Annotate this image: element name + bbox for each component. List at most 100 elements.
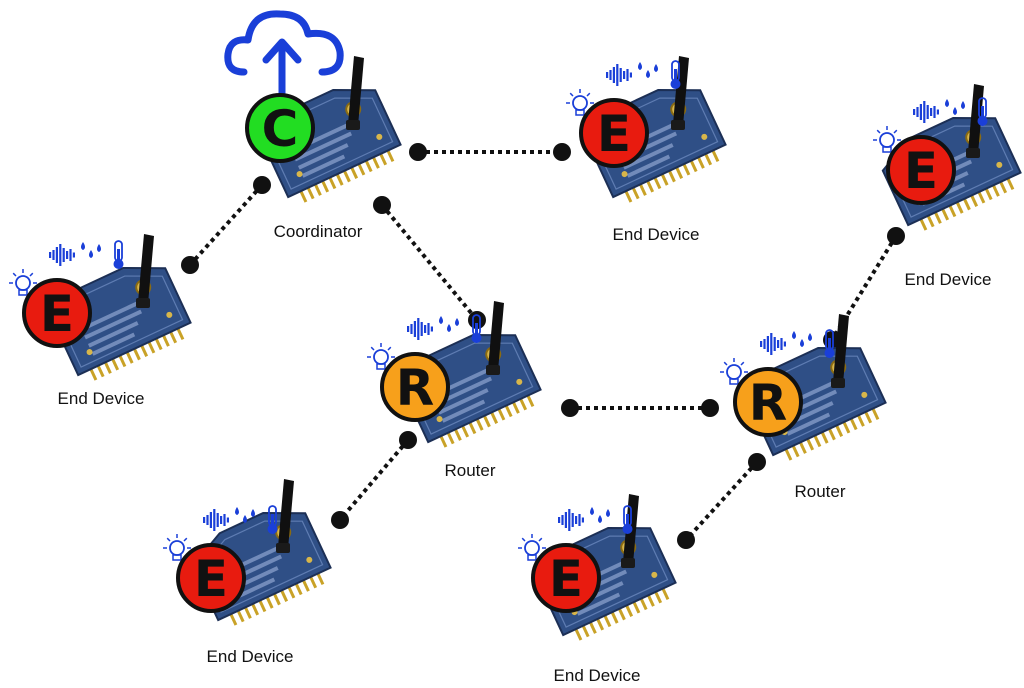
link-router-2-end-bottom-right (677, 453, 766, 549)
role-badge: E (22, 278, 92, 348)
water-drops-icon (590, 507, 610, 523)
sound-wave-icon (203, 509, 229, 531)
link-endpoint (253, 176, 271, 194)
antenna (486, 301, 504, 375)
nodes-layer: C E E E R R E E (9, 10, 1022, 641)
antenna (671, 56, 689, 130)
water-drops-icon (235, 507, 255, 523)
sensor-icons (873, 97, 988, 153)
link-endpoint (561, 399, 579, 417)
thermometer-icon (622, 505, 633, 534)
light-bulb-icon (566, 89, 594, 116)
role-badge-circle (886, 135, 956, 205)
link-endpoint (181, 256, 199, 274)
node-label-router-1: Router (444, 461, 496, 480)
link-router-1-end-bottom-left (331, 431, 417, 529)
sound-wave-icon (558, 509, 584, 531)
antenna (346, 56, 364, 130)
role-letter: E (40, 285, 74, 343)
sensor-icons (9, 240, 124, 296)
node-end-left: E (9, 234, 192, 381)
dotted-link-line (684, 460, 759, 542)
thermometer-icon (824, 329, 835, 358)
antenna (136, 234, 154, 308)
thermometer-icon (977, 97, 988, 126)
light-bulb-icon (9, 269, 37, 296)
link-endpoint (677, 531, 695, 549)
thermometer-icon (267, 505, 278, 534)
dotted-link-line (338, 438, 410, 522)
node-label-end-bottom-right: End Device (553, 666, 641, 685)
node-router-1: R (367, 301, 542, 448)
links-layer (181, 143, 905, 549)
link-endpoint (399, 431, 417, 449)
link-router-2-end-right (823, 227, 905, 349)
role-badge: E (531, 543, 601, 613)
link-endpoint (373, 196, 391, 214)
sound-wave-icon (49, 244, 75, 266)
role-badge: R (380, 352, 450, 422)
node-end-bottom-right: E (518, 494, 677, 641)
link-coordinator-end-top (409, 143, 571, 161)
role-letter: E (549, 550, 583, 608)
link-endpoint (553, 143, 571, 161)
xbee-module-icon (51, 234, 192, 381)
light-bulb-icon (873, 126, 901, 153)
role-letter: E (904, 142, 938, 200)
role-badge-circle (531, 543, 601, 613)
light-bulb-icon (518, 534, 546, 561)
role-letter: R (396, 359, 435, 417)
node-label-end-top: End Device (612, 225, 700, 244)
light-bulb-icon (367, 343, 395, 370)
water-drops-icon (638, 62, 658, 78)
role-badge: C (245, 93, 315, 163)
link-endpoint (409, 143, 427, 161)
sound-wave-icon (913, 101, 939, 123)
water-drops-icon (792, 331, 812, 347)
role-badge-circle (733, 367, 803, 437)
thermometer-icon (113, 240, 124, 269)
cloud-upload-icon (224, 10, 344, 98)
sound-wave-icon (760, 333, 786, 355)
role-letter: C (262, 100, 299, 158)
sensor-icons (720, 329, 835, 385)
node-label-end-left: End Device (57, 389, 145, 408)
role-badge: R (733, 367, 803, 437)
water-drops-icon (945, 99, 965, 115)
node-label-router-2: Router (794, 482, 846, 501)
sensor-icons (367, 314, 482, 370)
light-bulb-icon (720, 358, 748, 385)
role-badge-circle (176, 543, 246, 613)
dotted-link-line (188, 183, 264, 267)
link-coordinator-end-left (181, 176, 271, 274)
link-endpoint (701, 399, 719, 417)
node-router-2: R (720, 314, 887, 461)
node-label-end-bottom-left: End Device (206, 647, 294, 666)
antenna (831, 314, 849, 388)
link-endpoint (331, 511, 349, 529)
antenna (966, 84, 984, 158)
antenna (276, 479, 294, 553)
light-bulb-icon (163, 534, 191, 561)
link-endpoint (748, 453, 766, 471)
node-end-bottom-left: E (163, 479, 332, 626)
thermometer-icon (471, 314, 482, 343)
role-letter: R (749, 374, 788, 432)
water-drops-icon (439, 316, 459, 332)
role-badge: E (176, 543, 246, 613)
node-label-coordinator: Coordinator (273, 222, 363, 241)
role-letter: E (597, 105, 631, 163)
role-badge-circle (22, 278, 92, 348)
sensor-icons (163, 505, 278, 561)
water-drops-icon (81, 242, 101, 258)
sound-wave-icon (606, 64, 632, 86)
link-endpoint (887, 227, 905, 245)
sensor-icons (518, 505, 633, 561)
role-badge-circle (380, 352, 450, 422)
link-router-1-router-2 (561, 399, 719, 417)
role-letter: E (194, 550, 228, 608)
node-label-end-right: End Device (904, 270, 992, 289)
role-badge: E (886, 135, 956, 205)
role-badge-circle (245, 93, 315, 163)
